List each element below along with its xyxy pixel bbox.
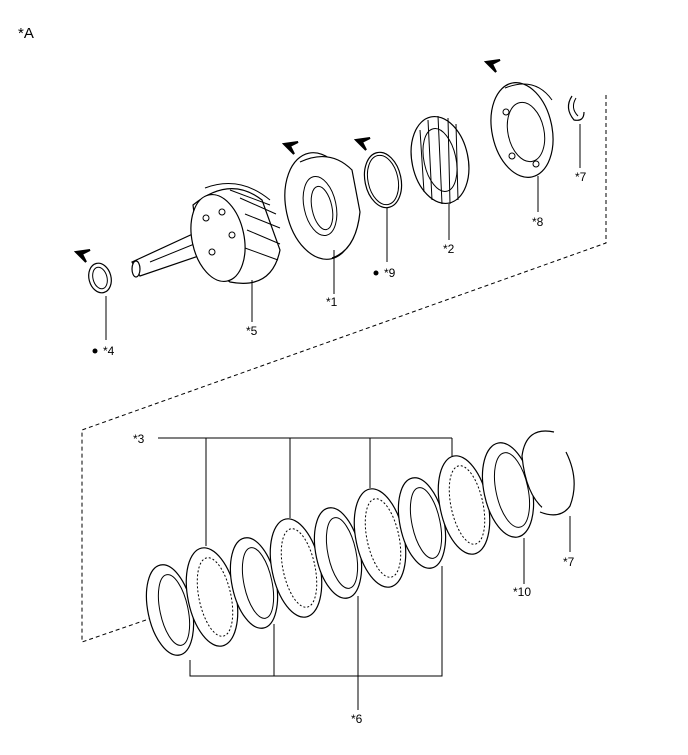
arrow-indicator-icon — [353, 137, 371, 151]
part-7-snap-ring-upper — [567, 95, 585, 121]
callout-10: *10 — [513, 585, 531, 599]
part-5-shaft-gear — [131, 183, 281, 284]
part-10-flange — [481, 442, 535, 538]
part-9-o-ring — [363, 151, 403, 209]
part-1-piston — [284, 152, 361, 260]
callout-8: *8 — [532, 215, 544, 229]
callout-7-lower: *7 — [563, 555, 575, 569]
clutch-disc — [269, 518, 323, 618]
leader-lines — [105, 124, 581, 710]
dashed-group-frame — [81, 95, 607, 643]
callout-9: *9 — [384, 266, 396, 280]
clutch-disc — [353, 488, 407, 588]
part-2-return-spring — [410, 115, 470, 205]
arrow-indicator-icon — [281, 141, 299, 155]
arrow-indicator-icon — [73, 249, 91, 263]
callout-2: *2 — [443, 242, 455, 256]
clutch-plate — [313, 507, 363, 599]
callout-5: *5 — [246, 324, 258, 338]
arrow-indicator-icon — [483, 59, 501, 73]
callout-4: *4 — [103, 344, 115, 358]
callout-1: *1 — [326, 295, 338, 309]
dot-marker-icon — [373, 270, 379, 276]
view-label: *A — [18, 25, 34, 42]
part-7-snap-ring-lower — [521, 430, 575, 516]
callout-3: *3 — [133, 432, 145, 446]
dot-marker-icon — [92, 348, 98, 354]
part-8-spring-retainer — [490, 82, 554, 178]
part-4-seal-ring — [88, 262, 112, 294]
callout-6: *6 — [351, 712, 363, 726]
callout-7-upper: *7 — [575, 170, 587, 184]
clutch-pack — [145, 430, 575, 656]
